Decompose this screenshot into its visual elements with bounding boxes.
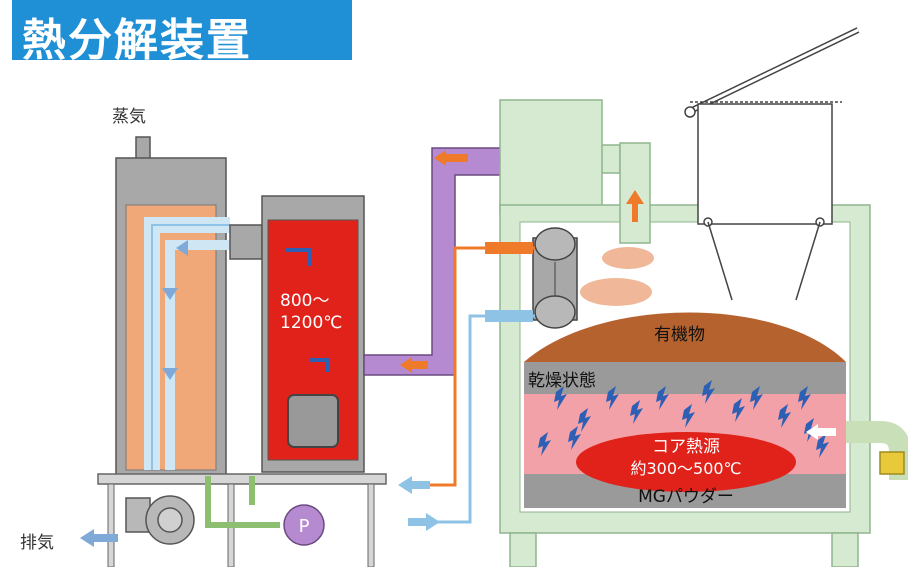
temperature-line2: 1200℃ (280, 313, 342, 333)
blue-flow-arrows (162, 240, 188, 380)
organic-matter-label: 有機物 (654, 325, 705, 345)
exhaust-label: 排気 (20, 533, 54, 553)
pump: P (283, 504, 325, 546)
core-heat-source-line1: コア熱源 (652, 437, 720, 457)
support-frame (97, 473, 387, 567)
core-heat-source-line2: 約300〜500℃ (630, 459, 741, 478)
exhaust-blower (80, 495, 195, 547)
mg-powder-label: MGパウダー (638, 487, 734, 507)
loading-hopper (684, 27, 860, 301)
diagram-title: 熱分解装置 (22, 15, 252, 66)
dry-state-label: 乾燥状態 (528, 371, 596, 391)
pump-label: P (299, 516, 310, 537)
steam-label: 蒸気 (112, 107, 146, 127)
high-temp-reactor: 800〜 1200℃ (261, 195, 365, 473)
coolant-pipes (398, 242, 535, 531)
connector-pipe (229, 224, 263, 260)
heat-bolt-marks (538, 380, 829, 458)
temperature-line1: 800〜 (280, 291, 329, 311)
heat-exchanger (115, 136, 230, 477)
roller-unit (532, 227, 578, 329)
title-banner (12, 0, 352, 60)
